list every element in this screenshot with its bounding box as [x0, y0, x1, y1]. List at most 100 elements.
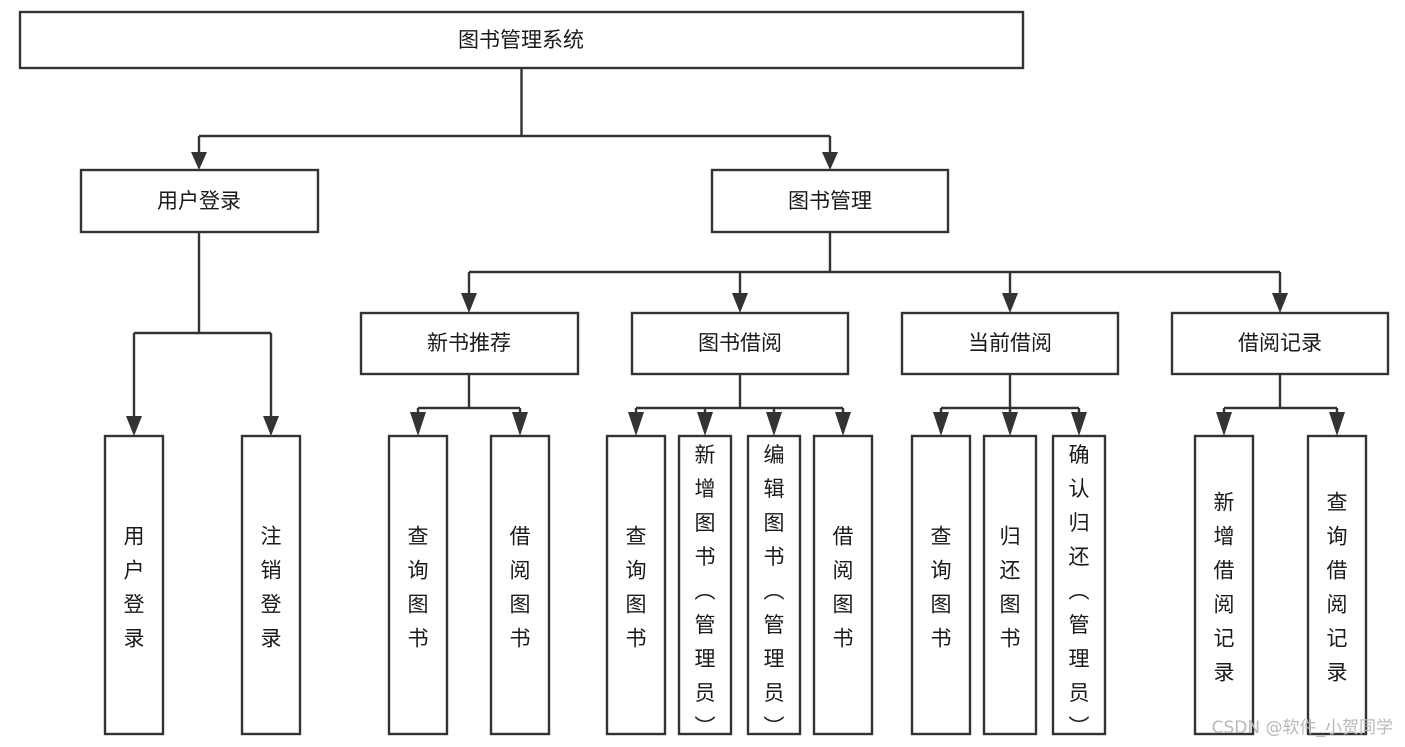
leaf-node-logout[interactable]: 注销登录: [240, 434, 302, 736]
leaf-node-label-add-borrow-record: 新增借阅记录: [1214, 491, 1235, 685]
leaf-node-label-add-book-admin: 新增图书︵管理员︶: [695, 443, 716, 739]
leaf-node-confirm-return-admin[interactable]: 确认归还︵管理员︶: [1051, 434, 1107, 739]
leaf-glyph: 销: [261, 559, 282, 583]
arrow-bm-c2: [732, 293, 748, 313]
leaf-node-borrow-book-borrow[interactable]: 借阅图书: [812, 434, 874, 736]
leaf-glyph: 阅: [833, 559, 854, 583]
arrow-root-to-bookmgmt: [822, 152, 838, 170]
leaf-node-box-user-login[interactable]: [103, 434, 165, 736]
leaf-glyph: 记: [1214, 627, 1235, 651]
leaf-glyph: 阅: [1327, 593, 1348, 617]
leaf-node-box-borrow-book-newbook[interactable]: [489, 434, 551, 736]
leaf-glyph: 书: [695, 545, 716, 569]
node-borrow-record[interactable]: 借阅记录: [1170, 311, 1390, 376]
leaf-node-box-logout[interactable]: [240, 434, 302, 736]
arrow-nb-l2: [512, 412, 528, 436]
node-new-book-recommend[interactable]: 新书推荐: [359, 311, 580, 376]
leaf-node-box-query-book-borrow[interactable]: [605, 434, 667, 736]
arrow-bw-l1: [628, 412, 644, 436]
leaf-node-box-query-book-newbook[interactable]: [387, 434, 449, 736]
leaf-glyph: 新: [695, 443, 716, 467]
node-current-borrow[interactable]: 当前借阅: [900, 311, 1120, 376]
leaf-node-add-borrow-record[interactable]: 新增借阅记录: [1193, 434, 1255, 736]
leaf-node-box-return-book[interactable]: [982, 434, 1038, 736]
leaf-node-query-book-newbook[interactable]: 查询图书: [387, 434, 449, 736]
leaf-node-label-edit-book-admin: 编辑图书︵管理员︶: [764, 443, 785, 739]
leaf-node-edit-book-admin[interactable]: 编辑图书︵管理员︶: [746, 434, 802, 739]
leaf-glyph: 借: [510, 525, 531, 549]
leaf-node-query-book-borrow[interactable]: 查询图书: [605, 434, 667, 736]
arrow-bw-l4: [835, 412, 851, 436]
arrow-nb-l1: [410, 412, 426, 436]
leaf-glyph: 登: [261, 593, 282, 617]
node-current-borrow-label: 当前借阅: [968, 331, 1052, 355]
node-book-management-box[interactable]: [710, 168, 950, 234]
node-borrow-record-label: 借阅记录: [1238, 331, 1322, 355]
arrow-bw-l2: [697, 412, 713, 436]
node-user-login-label: 用户登录: [157, 189, 241, 213]
leaf-node-box-query-borrow-record[interactable]: [1306, 434, 1368, 736]
leaf-glyph: 用: [124, 525, 145, 549]
leaf-glyph: 书: [1000, 627, 1021, 651]
node-new-book-recommend-box[interactable]: [359, 311, 580, 376]
node-book-management[interactable]: 图书管理: [710, 168, 950, 234]
leaf-glyph: 还: [1069, 545, 1090, 569]
leaf-glyph: 借: [1327, 559, 1348, 583]
leaf-glyph: 录: [124, 627, 145, 651]
leaf-node-box-query-book-current[interactable]: [910, 434, 972, 736]
leaf-node-label-logout: 注销登录: [261, 525, 282, 651]
node-borrow-record-box[interactable]: [1170, 311, 1390, 376]
leaf-glyph: 借: [833, 525, 854, 549]
arrow-rc-l2: [1329, 412, 1345, 436]
leaf-glyph: 管: [1069, 613, 1090, 637]
leaf-glyph: 归: [1069, 511, 1090, 535]
leaf-node-label-user-login: 用户登录: [124, 525, 145, 651]
leaf-glyph: 理: [764, 647, 785, 671]
leaf-node-label-query-book-newbook: 查询图书: [408, 525, 429, 651]
leaf-glyph: ︶: [764, 715, 785, 739]
leaf-glyph: 图: [408, 593, 429, 617]
leaf-node-add-book-admin[interactable]: 新增图书︵管理员︶: [677, 434, 733, 739]
leaf-node-label-query-book-current: 查询图书: [931, 525, 952, 651]
leaf-node-borrow-book-newbook[interactable]: 借阅图书: [489, 434, 551, 736]
leaf-glyph: 登: [124, 593, 145, 617]
node-root[interactable]: 图书管理系统: [18, 10, 1025, 70]
leaf-node-query-borrow-record[interactable]: 查询借阅记录: [1306, 434, 1368, 736]
leaf-glyph: 询: [1327, 525, 1348, 549]
leaf-glyph: 阅: [1214, 593, 1235, 617]
node-book-borrow[interactable]: 图书借阅: [630, 311, 850, 376]
node-book-borrow-box[interactable]: [630, 311, 850, 376]
leaf-glyph: 询: [626, 559, 647, 583]
leaf-glyph: ︶: [1069, 715, 1090, 739]
leaf-glyph: 理: [695, 647, 716, 671]
leaf-glyph: 录: [1327, 661, 1348, 685]
leaf-node-return-book[interactable]: 归还图书: [982, 434, 1038, 736]
node-user-login-box[interactable]: [79, 168, 320, 234]
leaf-glyph: 图: [1000, 593, 1021, 617]
leaf-glyph: 记: [1327, 627, 1348, 651]
leaf-node-user-login[interactable]: 用户登录: [103, 434, 165, 736]
leaf-node-box-confirm-return-admin[interactable]: [1051, 434, 1107, 736]
leaf-node-query-book-current[interactable]: 查询图书: [910, 434, 972, 736]
leaf-glyph: 阅: [510, 559, 531, 583]
leaf-node-box-edit-book-admin[interactable]: [746, 434, 802, 736]
arrow-rc-l1: [1216, 412, 1232, 436]
node-current-borrow-box[interactable]: [900, 311, 1120, 376]
leaf-glyph: 图: [764, 511, 785, 535]
leaf-glyph: 户: [124, 559, 145, 583]
leaf-node-box-add-borrow-record[interactable]: [1193, 434, 1255, 736]
leaf-node-label-query-borrow-record: 查询借阅记录: [1327, 491, 1348, 685]
node-user-login[interactable]: 用户登录: [79, 168, 320, 234]
leaf-glyph: 增: [1214, 525, 1235, 549]
leaf-glyph: 理: [1069, 647, 1090, 671]
leaf-glyph: 归: [1000, 525, 1021, 549]
node-root-box[interactable]: [18, 10, 1025, 70]
leaf-glyph: 查: [626, 525, 647, 549]
leaf-node-box-add-book-admin[interactable]: [677, 434, 733, 736]
leaf-glyph: ︶: [695, 715, 716, 739]
leaf-glyph: 员: [1069, 681, 1090, 705]
leaf-node-box-borrow-book-borrow[interactable]: [812, 434, 874, 736]
node-book-management-label: 图书管理: [788, 189, 872, 213]
leaf-glyph: 认: [1069, 477, 1090, 501]
